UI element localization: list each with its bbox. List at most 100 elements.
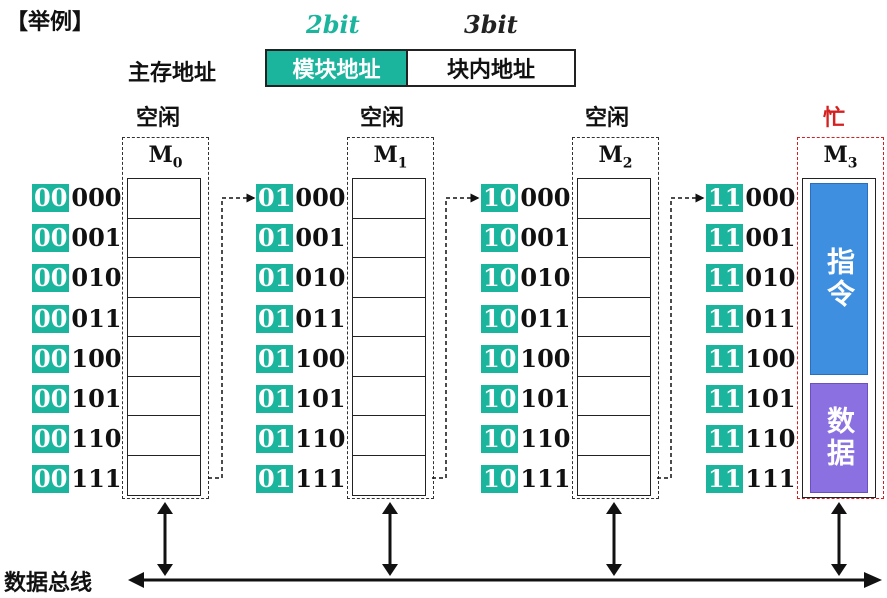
module-address-bits: 10 bbox=[481, 223, 519, 253]
module-address-bits: 00 bbox=[32, 223, 70, 253]
module-boundary-busy bbox=[797, 137, 884, 499]
module-address-bits: 11 bbox=[706, 464, 744, 494]
module-address-bits: 00 bbox=[32, 343, 70, 373]
inblock-address-bits: 101 bbox=[520, 383, 571, 413]
inblock-address-bits: 111 bbox=[520, 464, 571, 494]
inblock-address-bits: 100 bbox=[71, 343, 122, 373]
module-address-bits: 11 bbox=[706, 183, 744, 212]
module-address-bits: 00 bbox=[32, 383, 70, 413]
inblock-address-bits: 100 bbox=[745, 343, 796, 373]
inblock-address-field: 块内地址 bbox=[406, 49, 576, 87]
module-boundary bbox=[347, 137, 434, 499]
module-address-bits: 11 bbox=[706, 383, 744, 413]
inblock-address-bits: 111 bbox=[745, 464, 796, 494]
module-address-bits: 01 bbox=[256, 464, 294, 494]
inblock-address-bits: 010 bbox=[745, 263, 796, 293]
module-address-bits: 10 bbox=[481, 424, 519, 454]
memory-column-frame bbox=[802, 178, 876, 498]
module-address-bits: 01 bbox=[256, 424, 294, 454]
continuation-arrow bbox=[208, 193, 256, 479]
inblock-address-bits: 011 bbox=[71, 303, 122, 333]
memory-cell bbox=[127, 178, 201, 219]
module-address-bits: 01 bbox=[256, 383, 294, 413]
memory-cell bbox=[577, 454, 651, 496]
memory-cell bbox=[127, 217, 201, 259]
module-address-bits: 01 bbox=[256, 303, 294, 333]
example-title: 【举例】 bbox=[6, 9, 95, 34]
inblock-address-bits: 110 bbox=[520, 424, 571, 454]
module-address-bits: 01 bbox=[256, 183, 294, 212]
memory-cell bbox=[127, 296, 201, 338]
inblock-address-bits: 001 bbox=[520, 223, 571, 253]
inblock-address-bits: 100 bbox=[520, 343, 571, 373]
memory-column bbox=[802, 178, 876, 498]
module-status: 空闲 bbox=[585, 105, 630, 130]
module-address-bits: 11 bbox=[706, 223, 744, 253]
module-address-field: 模块地址 bbox=[265, 49, 408, 87]
continuation-arrow bbox=[657, 193, 705, 479]
inblock-address-bits: 001 bbox=[71, 223, 122, 253]
inblock-address-bits: 101 bbox=[745, 383, 796, 413]
inblock-address-bits: 010 bbox=[295, 263, 346, 293]
module-address-bits: 10 bbox=[481, 263, 519, 293]
inblock-address-bits: 110 bbox=[71, 424, 122, 454]
instruction-block: 指令 bbox=[810, 183, 868, 375]
inblock-address-bits: 000 bbox=[745, 183, 796, 212]
data-block: 数据 bbox=[810, 383, 868, 493]
continuation-arrow bbox=[432, 193, 480, 479]
module-name: M2 bbox=[598, 142, 633, 172]
module-address-bits: 10 bbox=[481, 303, 519, 333]
inblock-address-bits: 001 bbox=[295, 223, 346, 253]
module-address-bits: 00 bbox=[32, 464, 70, 494]
module-bits-label: 2bit bbox=[306, 10, 360, 39]
data-bus-label: 数据总线 bbox=[4, 570, 93, 595]
module-address-bits: 01 bbox=[256, 263, 294, 293]
module-address-bits: 10 bbox=[481, 383, 519, 413]
module-address-bits: 11 bbox=[706, 263, 744, 293]
bus-connector-arrow bbox=[831, 502, 847, 576]
memory-cell bbox=[577, 375, 651, 417]
module-address-bits: 11 bbox=[706, 343, 744, 373]
memory-cell bbox=[352, 415, 426, 456]
module-address-bits: 10 bbox=[481, 464, 519, 494]
bus-connector-arrow bbox=[157, 502, 173, 576]
inblock-address-bits: 111 bbox=[295, 464, 346, 494]
inblock-address-bits: 010 bbox=[71, 263, 122, 293]
memory-column bbox=[127, 178, 201, 496]
inblock-address-bits: 101 bbox=[295, 383, 346, 413]
memory-column bbox=[577, 178, 651, 496]
memory-cell bbox=[577, 178, 651, 219]
module-address-bits: 01 bbox=[256, 223, 294, 253]
inblock-address-bits: 100 bbox=[295, 343, 346, 373]
inblock-address-bits: 010 bbox=[520, 263, 571, 293]
inblock-address-bits: 000 bbox=[71, 183, 122, 212]
module-address-bits: 00 bbox=[32, 303, 70, 333]
inblock-address-bits: 001 bbox=[745, 223, 796, 253]
inblock-address-bits: 011 bbox=[520, 303, 571, 333]
data-bus-line bbox=[128, 572, 882, 588]
bus-connector-arrow bbox=[382, 502, 398, 576]
